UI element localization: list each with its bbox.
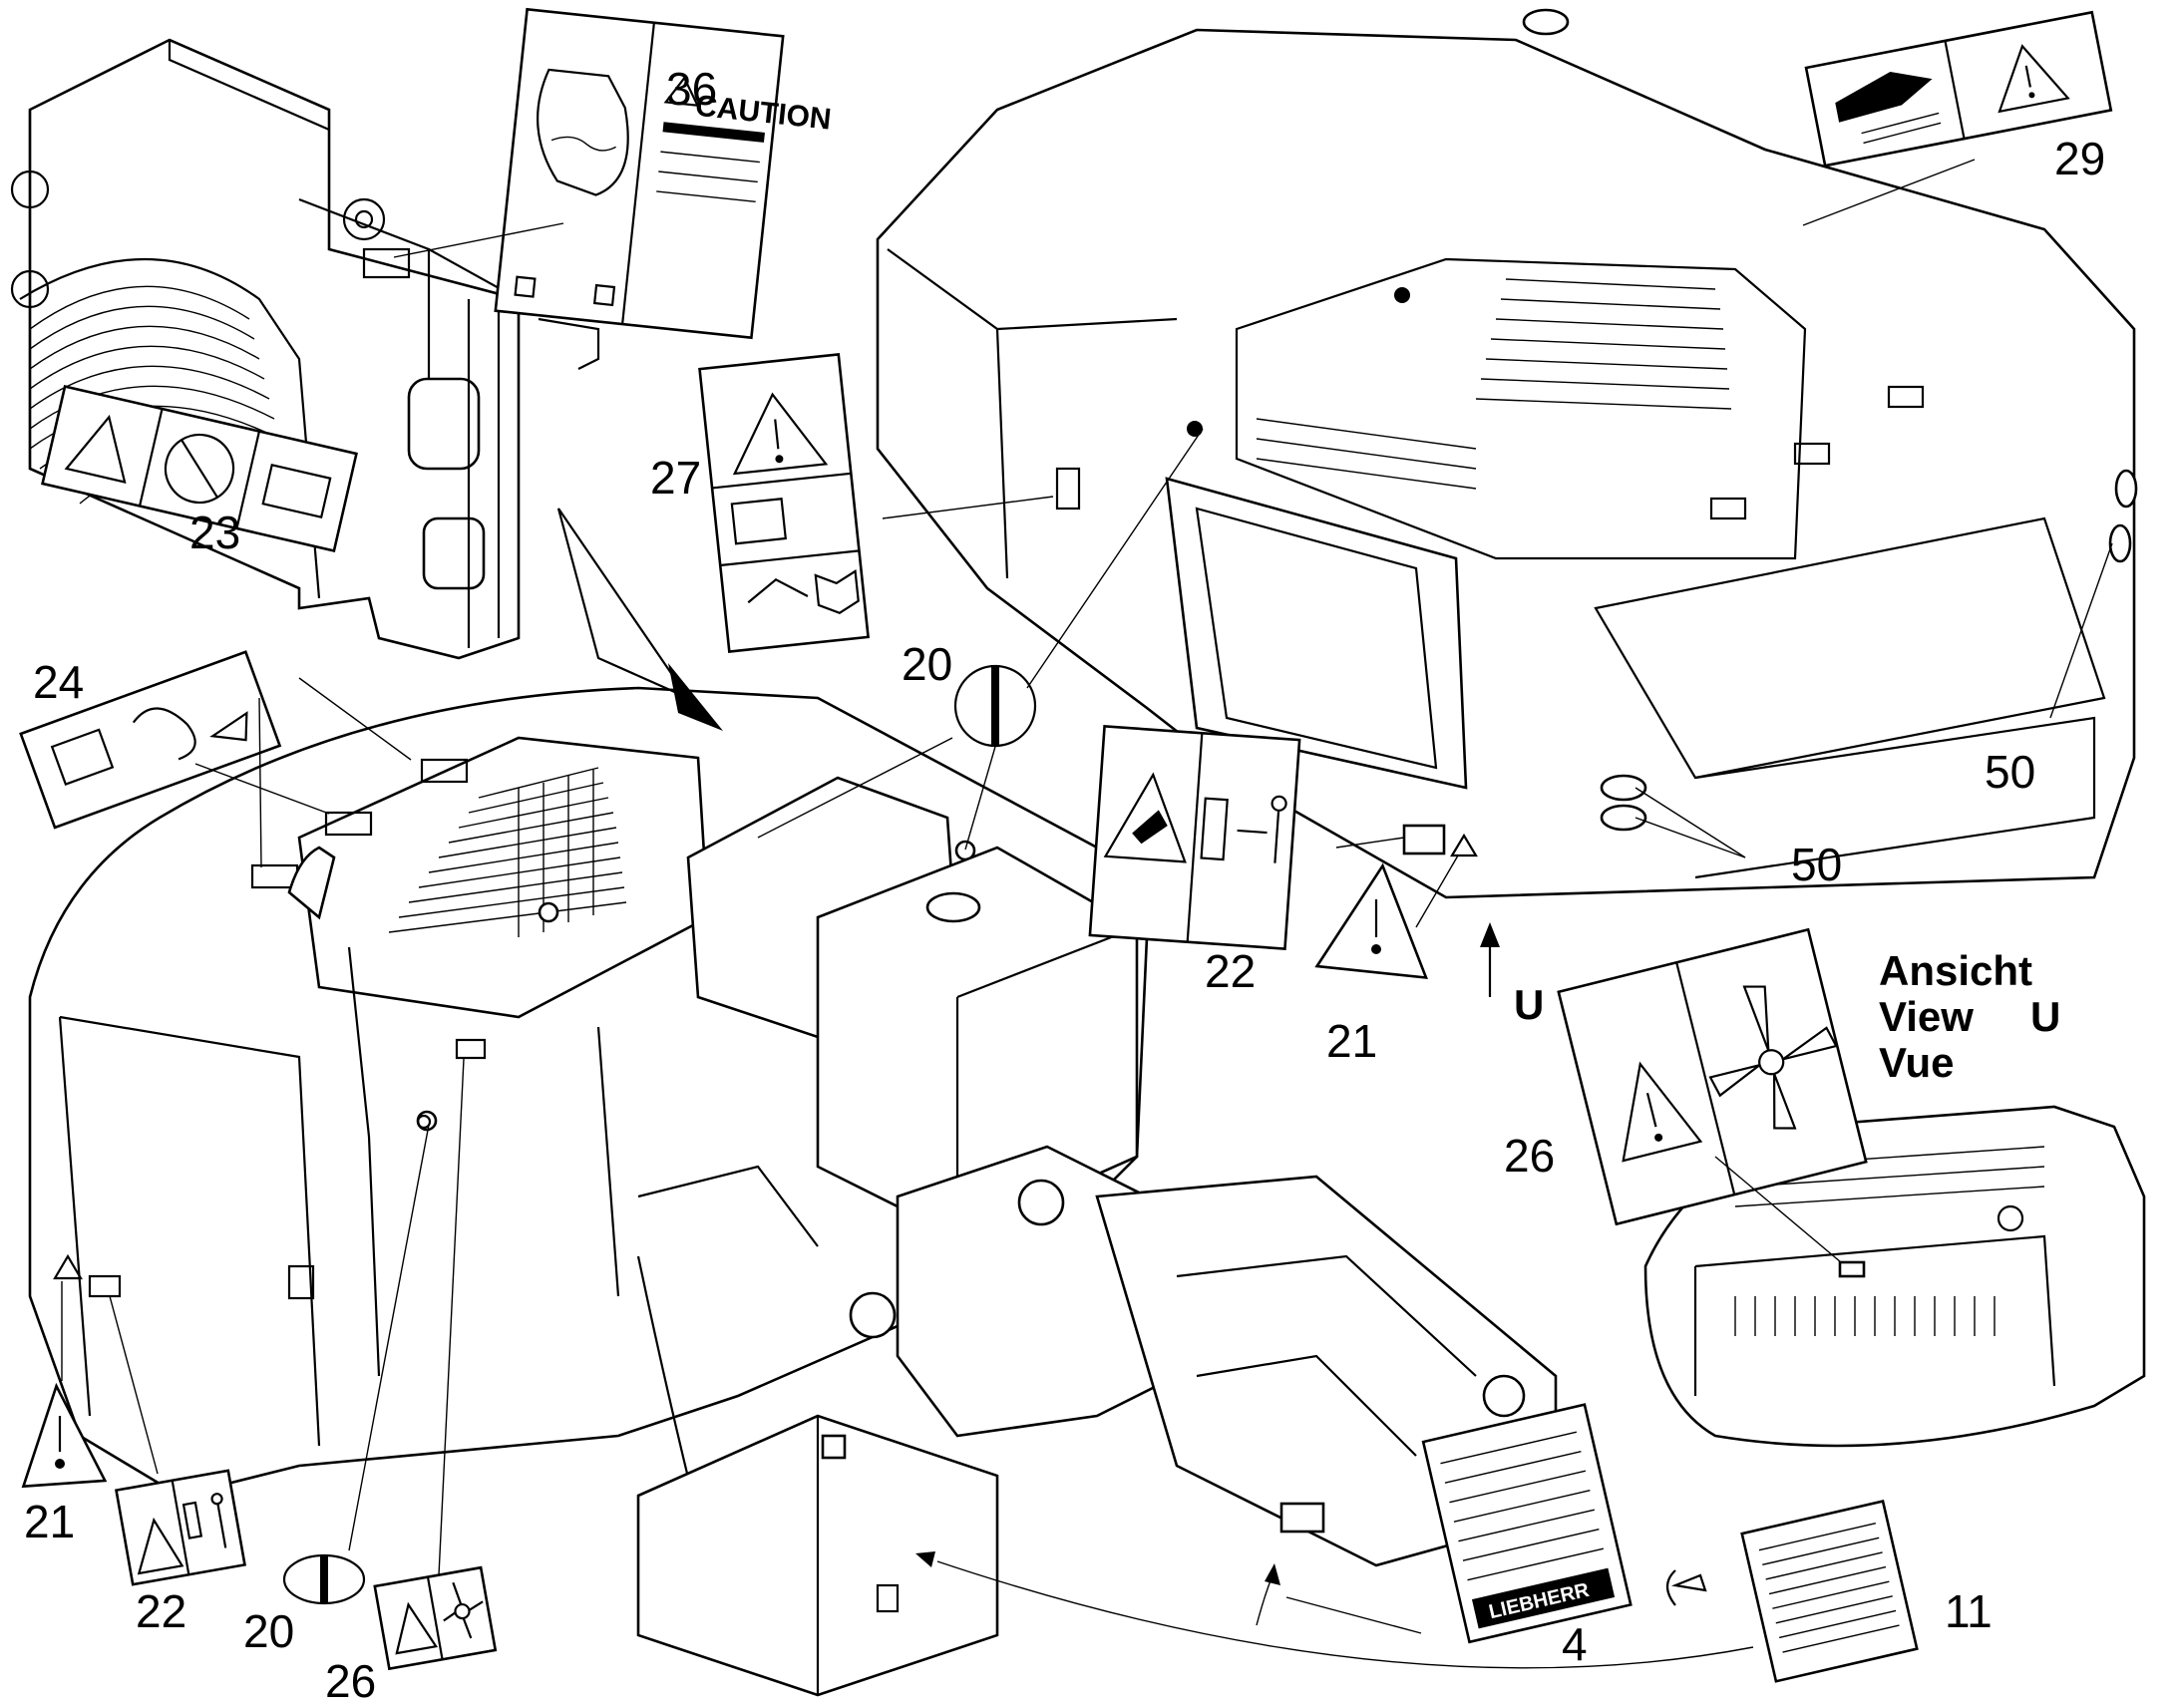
- callout-20-bottom: 20: [243, 1605, 294, 1657]
- decal-21-warning-right: [1314, 862, 1428, 980]
- rear-hood-vents: [1256, 278, 1732, 490]
- callout-22-left: 22: [136, 1585, 186, 1637]
- hood-vents: [388, 767, 627, 937]
- decal-22-keep-distance-right: [1088, 725, 1301, 950]
- callout-26-bottom: 26: [325, 1655, 376, 1707]
- callout-50-top: 50: [1985, 746, 2035, 798]
- decal-26-fan-right: [1557, 927, 1868, 1226]
- callout-50-bottom: 50: [1791, 839, 1842, 890]
- decal-29-hand: [1804, 10, 2113, 168]
- view-label-letter: U: [2030, 993, 2060, 1040]
- decal-27-warning-manual: [698, 353, 870, 653]
- decal-24-harness: [19, 650, 282, 830]
- decal-36-caution: CAUTION: [494, 7, 833, 340]
- callout-26-right: 26: [1504, 1130, 1555, 1182]
- decal-22-keep-distance-left: [115, 1469, 246, 1586]
- leader-lines: [61, 159, 2113, 1669]
- callout-36: 36: [666, 63, 717, 115]
- callout-22-right: 22: [1205, 945, 1256, 997]
- callout-21-left: 21: [24, 1496, 75, 1547]
- decal-23-no-smoking: [41, 384, 358, 553]
- view-label-ansicht: Ansicht: [1879, 947, 2032, 994]
- detail-view-arrow: [556, 508, 723, 731]
- callout-20-top: 20: [902, 638, 952, 690]
- decal-20-round-top: [953, 664, 1037, 748]
- uppercarriage: [28, 686, 1558, 1697]
- callout-4: 4: [1562, 1618, 1588, 1670]
- part-4-nameplate: LIEBHERR: [1421, 1403, 1707, 1644]
- part-11-data-plate: [1740, 1499, 1919, 1683]
- view-u-label: Ansicht View U Vue: [1879, 947, 2060, 1086]
- view-u-arrow: U: [1480, 922, 1544, 1028]
- callout-29: 29: [2054, 133, 2105, 184]
- callout-24: 24: [33, 656, 84, 708]
- rear-engine-hood: [876, 8, 2138, 899]
- view-label-vue: Vue: [1879, 1039, 1954, 1086]
- callout-21-right: 21: [1326, 1015, 1377, 1067]
- callout-11: 11: [1945, 1585, 1993, 1637]
- cooler-unit: [10, 38, 600, 660]
- decal-21-warning-left: [21, 1382, 108, 1489]
- callout-23: 23: [189, 507, 240, 558]
- view-arrow-letter: U: [1514, 981, 1544, 1028]
- callout-27: 27: [650, 452, 701, 504]
- decal-26-fan-bottom: [373, 1565, 498, 1671]
- view-label-view: View: [1879, 993, 1974, 1040]
- decal-20-round-bottom: [282, 1553, 366, 1605]
